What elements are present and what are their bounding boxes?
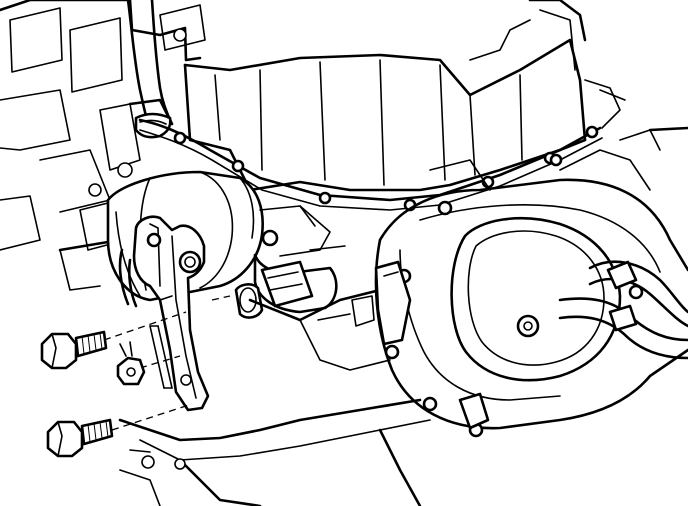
pan-bolt-2 [231, 159, 245, 173]
housing-bolt-4 [422, 396, 438, 412]
pan-bolt-3 [318, 191, 332, 205]
engine-block [0, 0, 206, 291]
transmission-housing [374, 126, 688, 438]
starter-solenoid [234, 245, 351, 321]
pan-bolt-7 [585, 125, 599, 139]
housing-bolt-1 [437, 200, 453, 216]
coolant-hose [126, 0, 174, 139]
housing-bracket [351, 260, 490, 430]
upper-mounting-bolt [40, 330, 108, 370]
pan-bolt-1 [173, 131, 187, 145]
housing-bolt-7 [549, 153, 563, 167]
housing-bolt-3 [384, 344, 400, 360]
alignment-lines [103, 295, 231, 431]
lower-mounting-bolt [46, 418, 114, 458]
mounting-bracket [118, 215, 210, 412]
cooler-lines [558, 260, 688, 360]
mounting-nut [116, 341, 146, 386]
lower-engine-structure [118, 288, 431, 506]
oil-pan [183, 0, 587, 192]
